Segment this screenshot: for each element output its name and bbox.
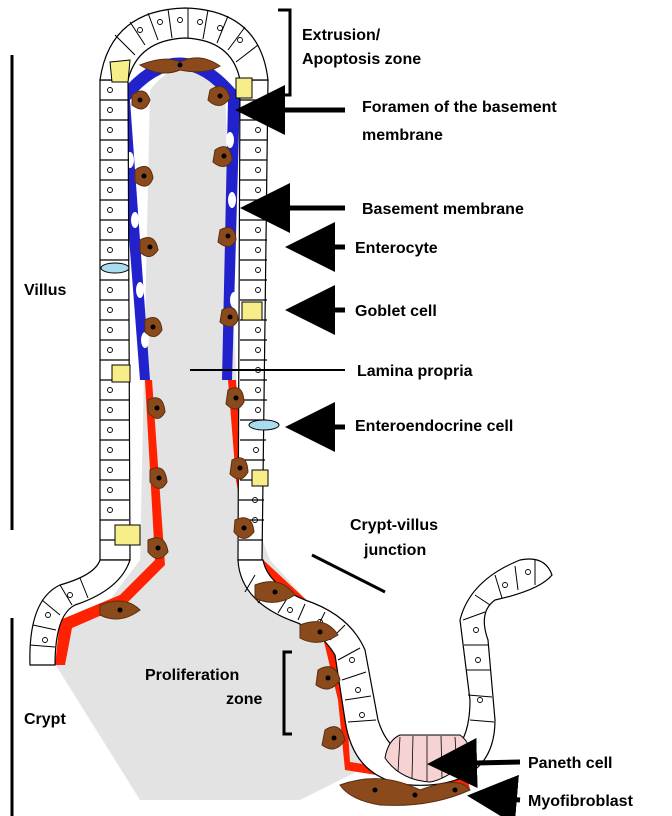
lamina-propria-fill	[40, 68, 380, 801]
crypt-villus-label-line2: junction	[363, 542, 426, 559]
proliferation-label-line2: zone	[226, 691, 263, 708]
crypt-villus-junction-line	[312, 555, 385, 592]
villus-label: Villus	[24, 282, 66, 299]
epithelium-left	[100, 80, 130, 560]
extrusion-zone-bracket	[278, 10, 290, 95]
goblet-cell-label: Goblet cell	[355, 303, 437, 320]
lamina-propria-label: Lamina propria	[357, 363, 473, 380]
foramen-label-line2: membrane	[362, 127, 443, 144]
myofibroblast-arrow	[472, 796, 520, 800]
paneth-cell-arrow	[432, 762, 520, 764]
myofibroblast-label: Myofibroblast	[528, 793, 634, 810]
proliferation-label-line1: Proliferation	[145, 667, 239, 684]
crypt-villus-label-line1: Crypt-villus	[350, 517, 438, 534]
enterocyte-label: Enterocyte	[355, 240, 438, 257]
enteroendocrine-label: Enteroendocrine cell	[355, 418, 513, 435]
extrusion-label-line1: Extrusion/	[302, 27, 381, 44]
crypt-label: Crypt	[24, 711, 66, 728]
basement-membrane-label: Basement membrane	[362, 201, 524, 218]
foramen-label-line1: Foramen of the basement	[362, 99, 557, 116]
extrusion-label-line2: Apoptosis zone	[302, 51, 421, 68]
paneth-cell-label: Paneth cell	[528, 755, 612, 772]
